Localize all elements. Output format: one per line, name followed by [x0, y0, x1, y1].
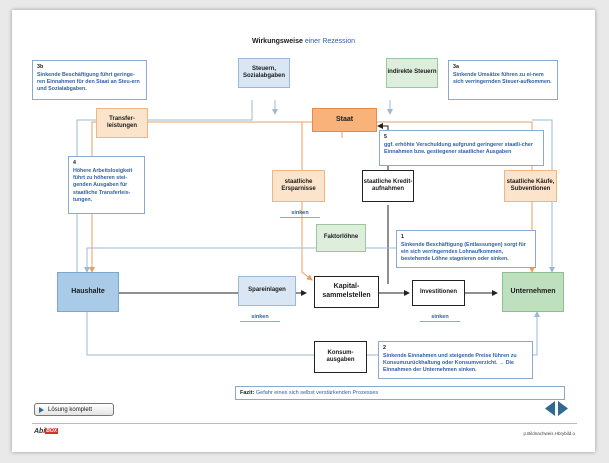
- box-unternehmen: Unternehmen: [502, 272, 564, 312]
- box-spareinlagen: Spareinlagen: [238, 276, 296, 306]
- title-highlight: einer Rezession: [304, 38, 356, 45]
- image-credit: p.Bildnachweis.Hbrybild.o: [523, 431, 575, 436]
- box-transferleistungen: Transfer-leistungen: [96, 108, 148, 138]
- fazit-box: Fazit: Gefahr eines sich selbst verstärk…: [235, 386, 565, 400]
- box-kapitalsammelstellen: Kapital-sammelstellen: [314, 276, 379, 308]
- play-icon: [39, 406, 44, 413]
- box-haushalte: Haushalte: [57, 272, 119, 312]
- note-2: 2 Sinkende Einnahmen und steigende Preis…: [378, 341, 533, 379]
- diagram-title: Wirkungsweise einer Rezession: [12, 38, 595, 45]
- fazit-text: Gefahr eines sich selbst verstärkenden P…: [255, 390, 379, 396]
- box-faktorloehne: Faktorlöhne: [316, 224, 366, 252]
- loesung-komplett-label: Lösung komplett: [48, 406, 93, 413]
- sinken-label-investitionen: sinken: [420, 314, 460, 322]
- sinken-label-spareinlagen: sinken: [240, 314, 280, 322]
- worksheet-page: Wirkungsweise einer Rezession 3b Sinkend…: [12, 10, 595, 452]
- box-staat: Staat: [312, 108, 377, 132]
- box-konsumausgaben: Konsum-ausgaben: [314, 341, 367, 373]
- title-main: Wirkungsweise: [251, 38, 303, 45]
- note-5: 5 ggf. erhöhte Verschuldung aufgrund ger…: [379, 130, 544, 166]
- box-steuern: Steuern, Sozialabgaben: [238, 58, 290, 88]
- note-1: 1 Sinkende Beschäftigung (Entlassungen) …: [396, 230, 536, 268]
- footer-divider: [32, 423, 577, 424]
- box-staatliche-kaeufe: staatliche Käufe, Subventionen: [504, 170, 557, 202]
- next-arrow-icon[interactable]: [558, 401, 568, 416]
- note-3a: 3a Sinkende Umsätze führen zu ei-nem sic…: [448, 60, 558, 100]
- box-staatliche-ersparnisse: staatliche Ersparnisse: [272, 170, 325, 202]
- fazit-label: Fazit:: [240, 390, 255, 396]
- abibox-logo: AbiBOX: [34, 428, 59, 435]
- note-3b: 3b Sinkende Beschäftigung führt geringe-…: [32, 60, 147, 100]
- box-indirekte-steuern: indirekte Steuern: [386, 58, 438, 88]
- loesung-komplett-button[interactable]: Lösung komplett: [34, 403, 114, 416]
- box-investitionen: Investitionen: [412, 280, 465, 306]
- box-staatliche-kreditaufnahmen: staatliche Kredit-aufnahmen: [362, 170, 414, 202]
- previous-arrow-icon[interactable]: [545, 401, 555, 416]
- sinken-label-ersparnisse: sinken: [280, 210, 320, 218]
- note-4: 4 Höhere Arbeitslosigkeit führt zu höher…: [68, 156, 145, 214]
